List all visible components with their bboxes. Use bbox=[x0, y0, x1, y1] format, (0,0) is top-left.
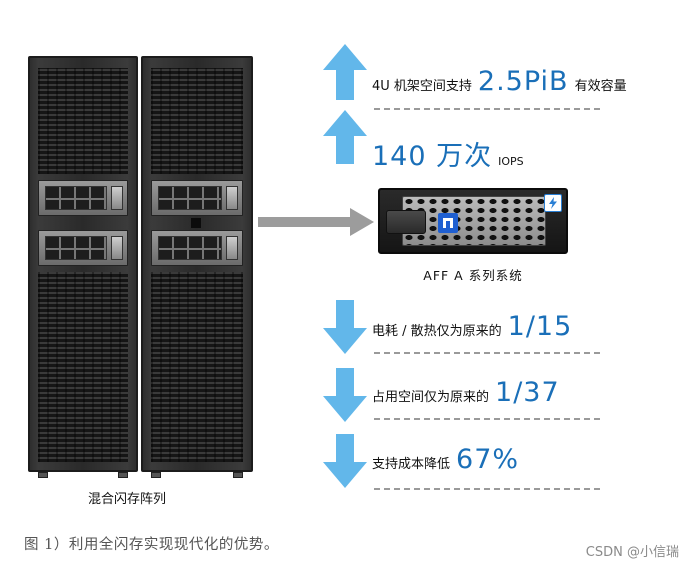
stat-iops: 140 万次 IOPS bbox=[372, 134, 524, 173]
aff-a-series-device bbox=[378, 188, 568, 254]
stat-capacity-prefix: 4U 机架空间支持 bbox=[372, 79, 472, 94]
rack-controller-unit bbox=[38, 180, 128, 216]
hybrid-rack-right bbox=[141, 56, 253, 478]
stat-space-value: 1/37 bbox=[495, 377, 560, 408]
hybrid-rack-left bbox=[28, 56, 138, 478]
right-arrow-icon bbox=[258, 208, 374, 236]
stat-capacity-value: 2.5PiB bbox=[477, 66, 569, 97]
down-arrow-icon bbox=[323, 368, 367, 422]
stat-cost-value: 67% bbox=[456, 444, 520, 475]
up-arrow-icon bbox=[323, 110, 367, 164]
down-arrow-icon bbox=[323, 434, 367, 488]
up-arrow-icon bbox=[323, 44, 367, 100]
stat-power: 电耗 / 散热仅为原来的 1/15 bbox=[372, 311, 578, 342]
netapp-logo-icon bbox=[438, 213, 458, 233]
stat-cost: 支持成本降低 67% bbox=[372, 444, 525, 475]
divider bbox=[374, 418, 600, 420]
lightning-icon bbox=[544, 194, 562, 212]
device-label: AFF A 系列系统 bbox=[423, 268, 523, 283]
figure-caption: 图 1）利用全闪存实现现代化的优势。 bbox=[24, 537, 279, 553]
stat-iops-value: 140 万次 bbox=[372, 141, 493, 172]
rack-controller-unit bbox=[151, 180, 243, 216]
watermark: CSDN @小信瑞 bbox=[585, 545, 679, 560]
divider bbox=[374, 352, 600, 354]
stat-capacity-suffix: 有效容量 bbox=[574, 79, 627, 94]
stat-space: 占用空间仅为原来的 1/37 bbox=[372, 377, 566, 408]
rack-controller-unit bbox=[38, 230, 128, 266]
stat-capacity: 4U 机架空间支持 2.5PiB 有效容量 bbox=[372, 66, 627, 97]
rack-caption: 混合闪存阵列 bbox=[88, 492, 167, 507]
stat-power-value: 1/15 bbox=[507, 311, 573, 342]
divider bbox=[374, 108, 600, 110]
stat-space-prefix: 占用空间仅为原来的 bbox=[372, 390, 490, 405]
stat-power-prefix: 电耗 / 散热仅为原来的 bbox=[372, 324, 502, 339]
stat-cost-prefix: 支持成本降低 bbox=[372, 457, 451, 472]
divider bbox=[374, 488, 600, 490]
rack-controller-unit bbox=[151, 230, 243, 266]
stat-iops-suffix: IOPS bbox=[498, 155, 524, 168]
down-arrow-icon bbox=[323, 300, 367, 354]
